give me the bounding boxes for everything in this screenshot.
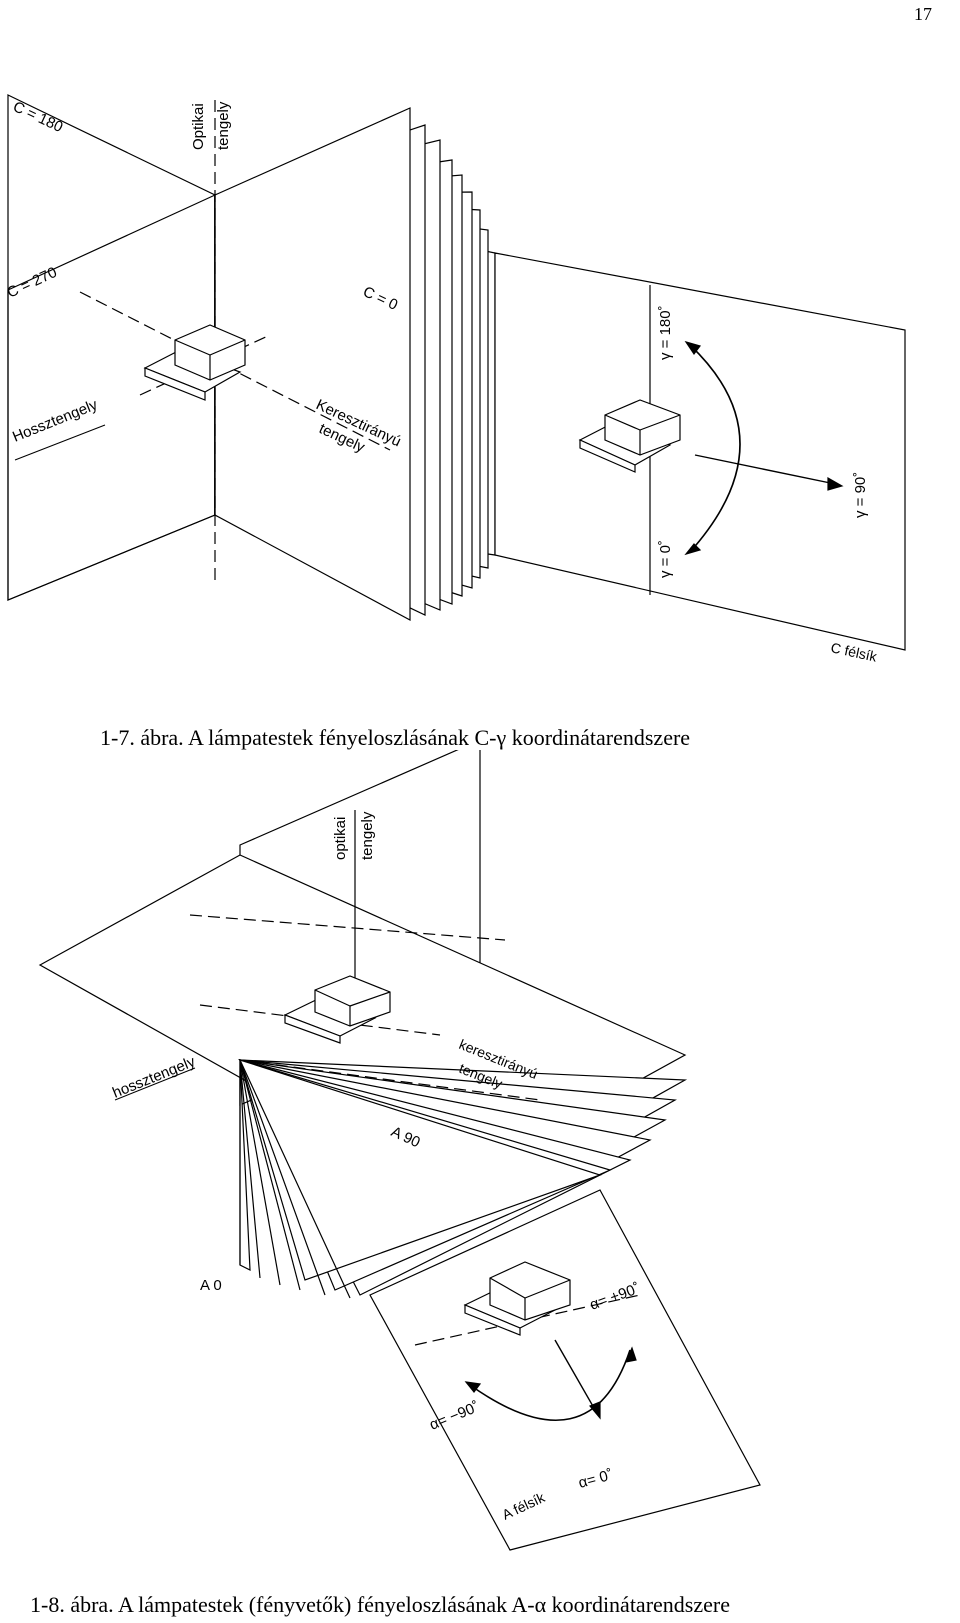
gamma-arc bbox=[689, 344, 741, 553]
label-c-half-plane: C félsík bbox=[829, 639, 879, 665]
gamma90-arrow bbox=[694, 454, 841, 486]
cross-axis-line bbox=[239, 1059, 541, 1101]
c-plane-fan bbox=[214, 107, 496, 622]
luminaire-icon-1 bbox=[143, 324, 246, 401]
label-long-axis: hossztengely bbox=[110, 1053, 198, 1102]
label-gamma180: γ = 180˚ bbox=[657, 305, 674, 360]
alpha-arc bbox=[469, 1349, 631, 1421]
alpha0-arrow bbox=[554, 1339, 599, 1416]
figure-c-gamma-diagram: C = 180 C = 270 C = 0 Optikai tengely Ho… bbox=[5, 94, 906, 665]
figure1-caption: 1-7. ábra. A lámpatestek fényeloszlásána… bbox=[100, 725, 691, 750]
label-a0: A 0 bbox=[200, 1277, 222, 1294]
luminaire-icon-2 bbox=[578, 399, 681, 473]
long-axis-line bbox=[199, 1004, 441, 1036]
cross-axis-line-top bbox=[189, 914, 506, 941]
luminaire-icon-4 bbox=[463, 1261, 571, 1336]
page-number: 17 bbox=[914, 4, 932, 24]
plane-c-half bbox=[494, 252, 906, 651]
luminaire-icon-3 bbox=[283, 975, 391, 1044]
label-gamma90: γ = 90˚ bbox=[852, 472, 869, 518]
label-optical-axis-2: tengely bbox=[215, 101, 232, 150]
figure2-caption: 1-8. ábra. A lámpatestek (fényvetők) fén… bbox=[30, 1592, 730, 1617]
label-gamma0: γ = 0˚ bbox=[657, 540, 674, 578]
long-axis-line bbox=[139, 334, 271, 396]
plane-a-half bbox=[369, 1189, 761, 1551]
figure-a-alpha-diagram: optikai tengely hossztengely keresztirán… bbox=[38, 750, 761, 1551]
a-plane-fan bbox=[238, 1059, 688, 1296]
label-optical-axis-1: Optikai bbox=[190, 103, 207, 150]
label-optical-axis-2: tengely bbox=[359, 811, 376, 860]
label-optical-axis-1: optikai bbox=[332, 817, 349, 860]
